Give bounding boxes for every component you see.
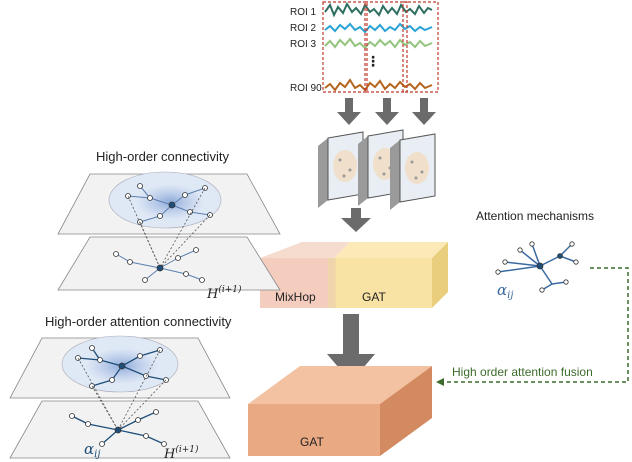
mixhop-gat-block: MixHop GAT <box>260 242 448 308</box>
down-arrow-icon <box>327 314 375 382</box>
attn-projection-lines <box>77 349 167 431</box>
roi-3-label: ROI 3 <box>290 39 317 50</box>
gat-bottom-top-face <box>248 366 432 404</box>
alpha-ij-attention: αij <box>497 281 513 301</box>
high-order-connectivity-figure: H(i+1) <box>57 171 281 302</box>
gat-side-face <box>432 242 448 308</box>
down-arrow-icon <box>337 98 361 125</box>
h-label-upper: H(i+1) <box>206 284 242 302</box>
gat-top-face <box>334 242 448 258</box>
h-label-lower: H(i+1) <box>163 444 199 462</box>
mixhop-label: MixHop <box>275 290 316 304</box>
gat-front <box>334 258 432 308</box>
attn-lower-nodes <box>69 409 167 447</box>
gat-label-top: GAT <box>362 290 386 304</box>
roi-1-signal <box>324 1 433 18</box>
high-order-attention-connectivity-title: High-order attention connectivity <box>45 314 232 329</box>
down-arrow-icon <box>341 208 371 232</box>
matrix-1 <box>318 131 364 208</box>
gat-bottom-side-face <box>380 366 432 456</box>
roi-3-signal <box>324 37 433 50</box>
projection-lines <box>127 187 211 269</box>
roi-1-label: ROI 1 <box>290 7 317 18</box>
gat-bottom-front <box>248 404 380 456</box>
attention-nodes <box>495 241 579 293</box>
roi-panel: ROI 1 ROI 2 ROI 3 ROI 90 ⋮ <box>290 1 439 94</box>
roi-2-signal <box>324 22 433 34</box>
matrix-3 <box>390 133 436 210</box>
high-order-connectivity-title: High-order connectivity <box>96 149 229 164</box>
blend-strip <box>328 258 336 308</box>
high-order-attention-connectivity-figure: αij H(i+1) <box>9 335 231 462</box>
roi-ellipsis: ⋮ <box>366 53 380 69</box>
fusion-label: High order attention fusion <box>452 365 593 379</box>
down-arrow-icon <box>412 98 436 125</box>
window-1 <box>322 1 368 93</box>
fusion-dashed-path <box>436 267 629 386</box>
window-3 <box>402 1 439 93</box>
window-2 <box>364 1 408 93</box>
gat-block-bottom: GAT <box>248 366 432 456</box>
attn-lower-edges <box>71 411 165 445</box>
roi-2-label: ROI 2 <box>290 23 317 34</box>
connectivity-matrices <box>318 129 436 210</box>
lower-nodes <box>113 247 205 283</box>
down-arrow-icon <box>375 98 399 125</box>
attention-mechanisms-title: Attention mechanisms <box>476 209 594 223</box>
roi-90-signal <box>324 78 433 92</box>
window-arrows <box>337 98 436 125</box>
mixhop-top-face <box>260 242 350 258</box>
gat-label-bottom: GAT <box>300 435 324 449</box>
roi-90-label: ROI 90 <box>290 83 322 94</box>
alpha-ij-lower: αij <box>84 440 100 460</box>
